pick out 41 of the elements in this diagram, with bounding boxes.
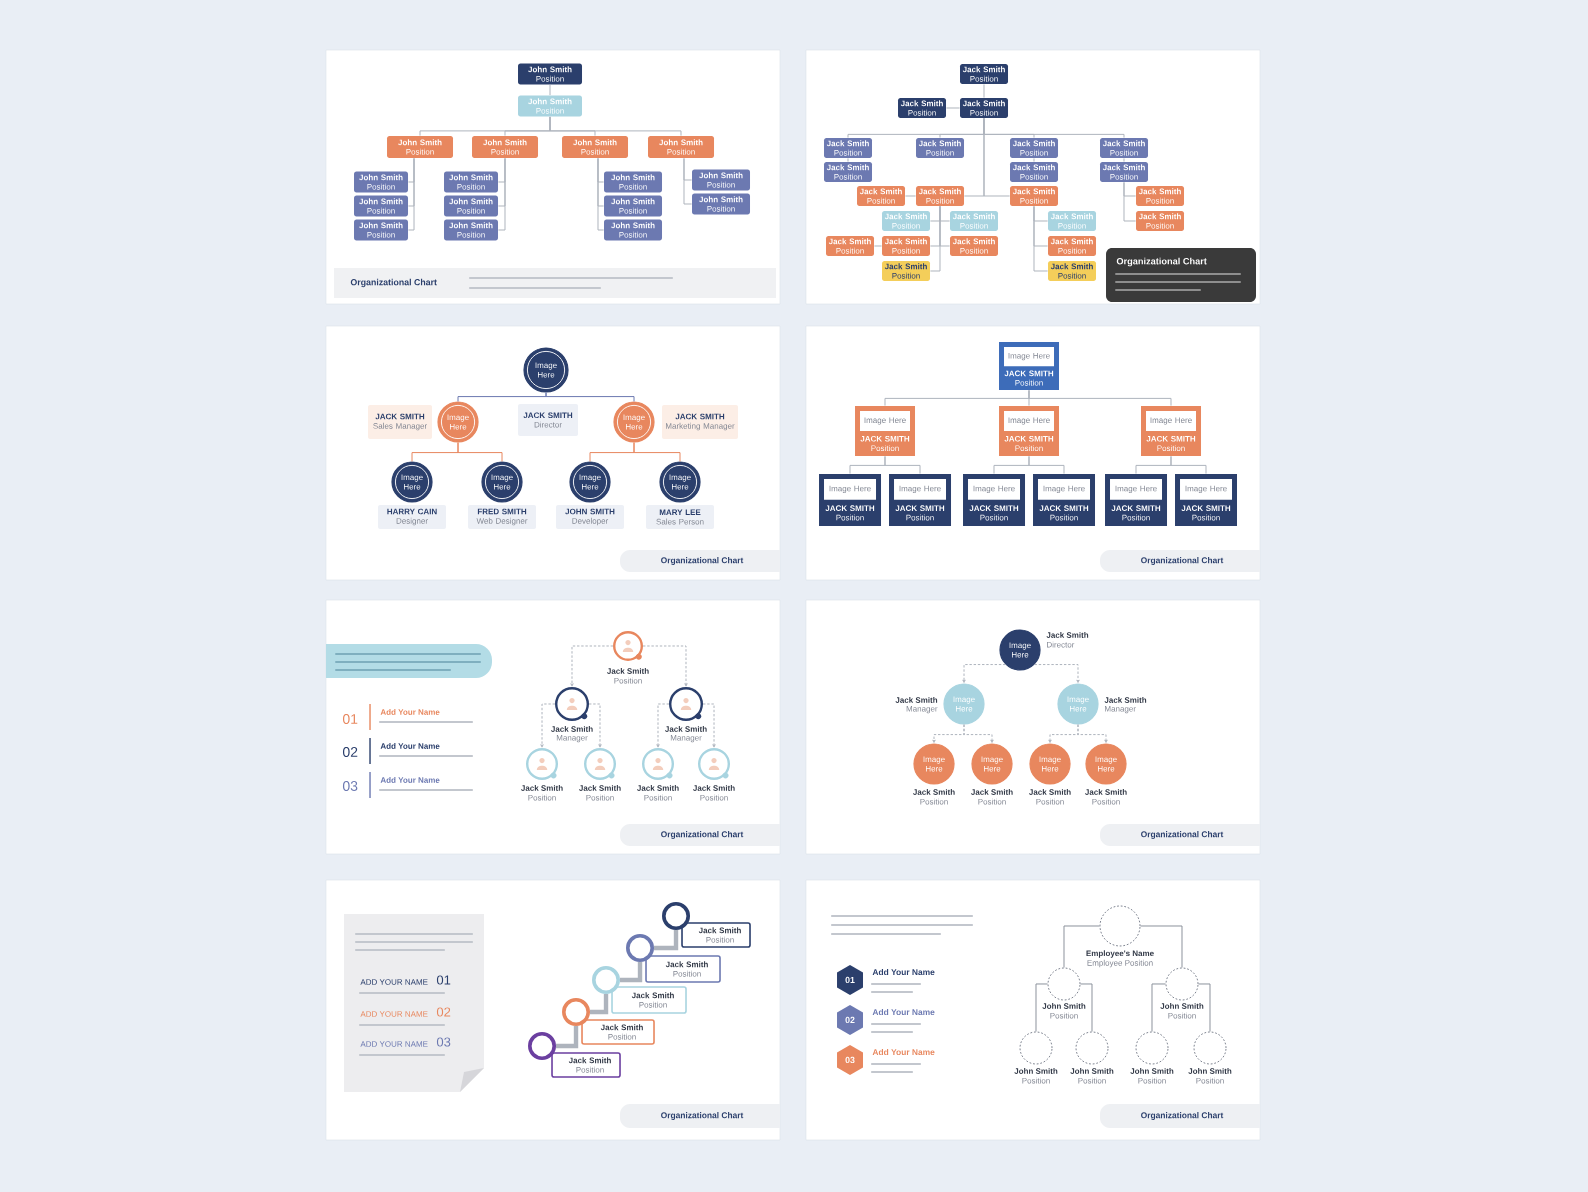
connector-line <box>1080 983 1093 1032</box>
connector-line <box>620 962 643 983</box>
connector-line <box>929 205 951 272</box>
connector-line <box>983 83 985 99</box>
connector-line <box>457 392 635 402</box>
connector-line <box>1151 983 1166 1032</box>
connector-line <box>683 157 693 205</box>
arrow <box>702 703 716 748</box>
arrow <box>540 703 556 748</box>
connector-line <box>945 107 961 109</box>
connector-line <box>407 157 415 231</box>
connector-line <box>589 442 681 462</box>
connector-line <box>1198 983 1211 1032</box>
arrow <box>963 724 994 743</box>
connector-line <box>590 994 609 1015</box>
connector-line <box>419 116 682 137</box>
connector-line <box>1063 925 1100 968</box>
connector-line <box>884 389 1172 407</box>
arrow <box>962 664 1006 683</box>
arrow <box>642 645 688 687</box>
connector-line <box>497 157 506 231</box>
connector-line <box>849 455 921 475</box>
connector-line <box>549 84 551 96</box>
connector-line <box>963 117 1011 197</box>
connector-line <box>597 157 605 231</box>
arrow <box>570 645 614 687</box>
arrow <box>1034 664 1080 683</box>
connector-line <box>1123 181 1137 222</box>
connector-line <box>1140 925 1183 968</box>
arrow <box>588 703 602 748</box>
arrow <box>656 703 670 748</box>
connector-line <box>654 930 679 951</box>
connector-line <box>556 1026 579 1049</box>
arrow <box>1077 724 1108 743</box>
connector-line <box>993 455 1065 475</box>
connector-line <box>873 245 883 247</box>
connector-line <box>904 195 917 197</box>
connector-line <box>1035 983 1048 1032</box>
connector-line <box>1033 205 1049 272</box>
connector-line <box>411 442 503 462</box>
connector-line <box>1135 455 1207 475</box>
